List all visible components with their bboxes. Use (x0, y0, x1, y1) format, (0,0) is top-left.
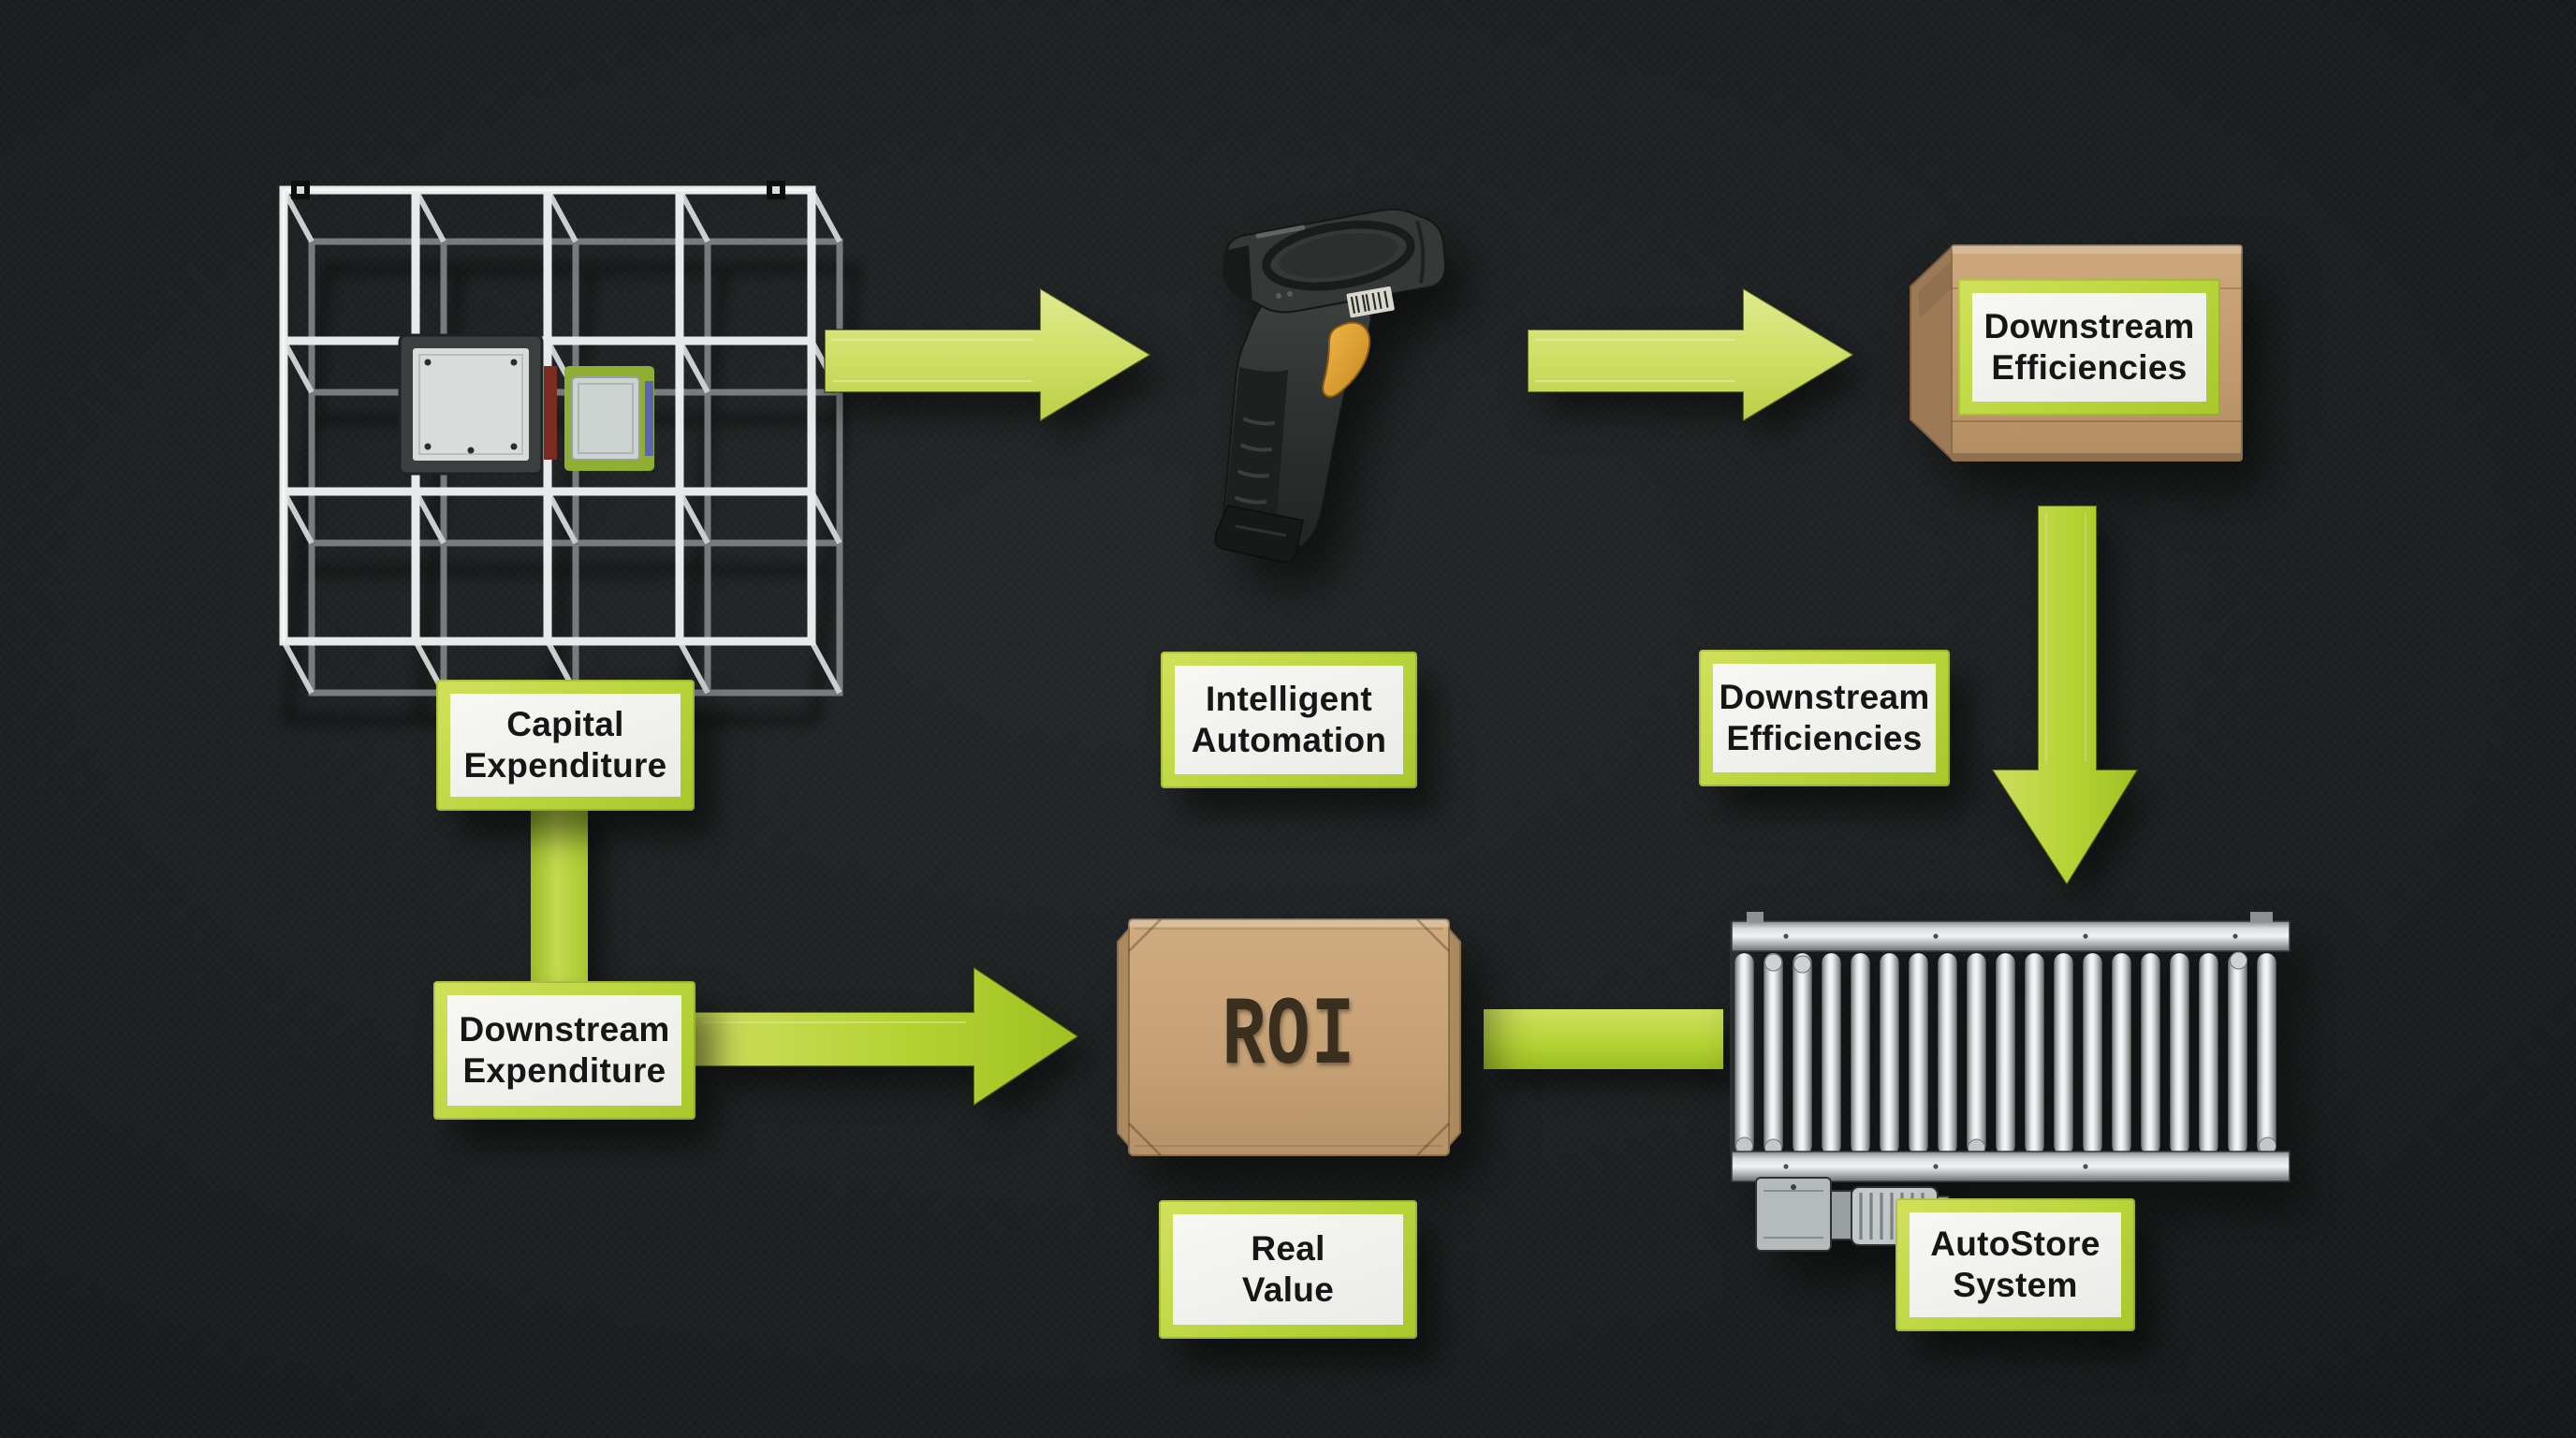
arrow-right-expenditure-to-roi-icon (694, 965, 1080, 1108)
arrow-right-grid-to-scanner-icon (824, 286, 1152, 423)
grid-bin-robot (564, 366, 654, 471)
capital-expenditure-text: Capital Expenditure (450, 694, 681, 797)
roller-conveyor-illustration (1730, 912, 2291, 1252)
box-downstream-efficiencies-text: Downstream Efficiencies (1972, 293, 2206, 402)
downstream-efficiencies-tag: Downstream Efficiencies (1699, 650, 1950, 786)
downstream-expenditure-text: Downstream Expenditure (447, 995, 681, 1106)
grid-robot (398, 333, 557, 476)
roi-stamp-text: ROI (1222, 982, 1356, 1093)
conveyor-bottom-rail (1731, 1151, 2291, 1182)
autostore-grid-illustration (279, 181, 861, 726)
autostore-system-tag: AutoStore System (1895, 1198, 2135, 1331)
arrow-down-box-to-conveyor-icon (1990, 505, 2140, 887)
capital-expenditure-tag: Capital Expenditure (436, 680, 695, 811)
intelligent-automation-text: Intelligent Automation (1175, 666, 1403, 774)
barcode-sticker (1346, 286, 1395, 318)
conveyor-rollers (1734, 952, 2277, 1156)
box-downstream-efficiencies-tag: Downstream Efficiencies (1958, 279, 2220, 416)
roi-box-illustration (1117, 918, 1461, 1156)
intelligent-automation-tag: Intelligent Automation (1161, 652, 1417, 788)
downstream-efficiencies-text: Downstream Efficiencies (1713, 664, 1936, 772)
real-value-tag: Real Value (1159, 1200, 1417, 1339)
real-value-text: Real Value (1173, 1214, 1403, 1325)
autostore-system-text: AutoStore System (1910, 1212, 2121, 1317)
conveyor-top-rail (1731, 920, 2291, 952)
downstream-expenditure-tag: Downstream Expenditure (433, 981, 695, 1120)
scanner-trigger (1322, 321, 1371, 398)
barcode-scanner-illustration (1214, 208, 1447, 564)
connector-stem-capital-to-downstream (531, 803, 588, 987)
arrow-right-scanner-to-box-icon (1527, 286, 1855, 423)
connector-bar-roi-to-conveyor (1484, 1009, 1723, 1069)
